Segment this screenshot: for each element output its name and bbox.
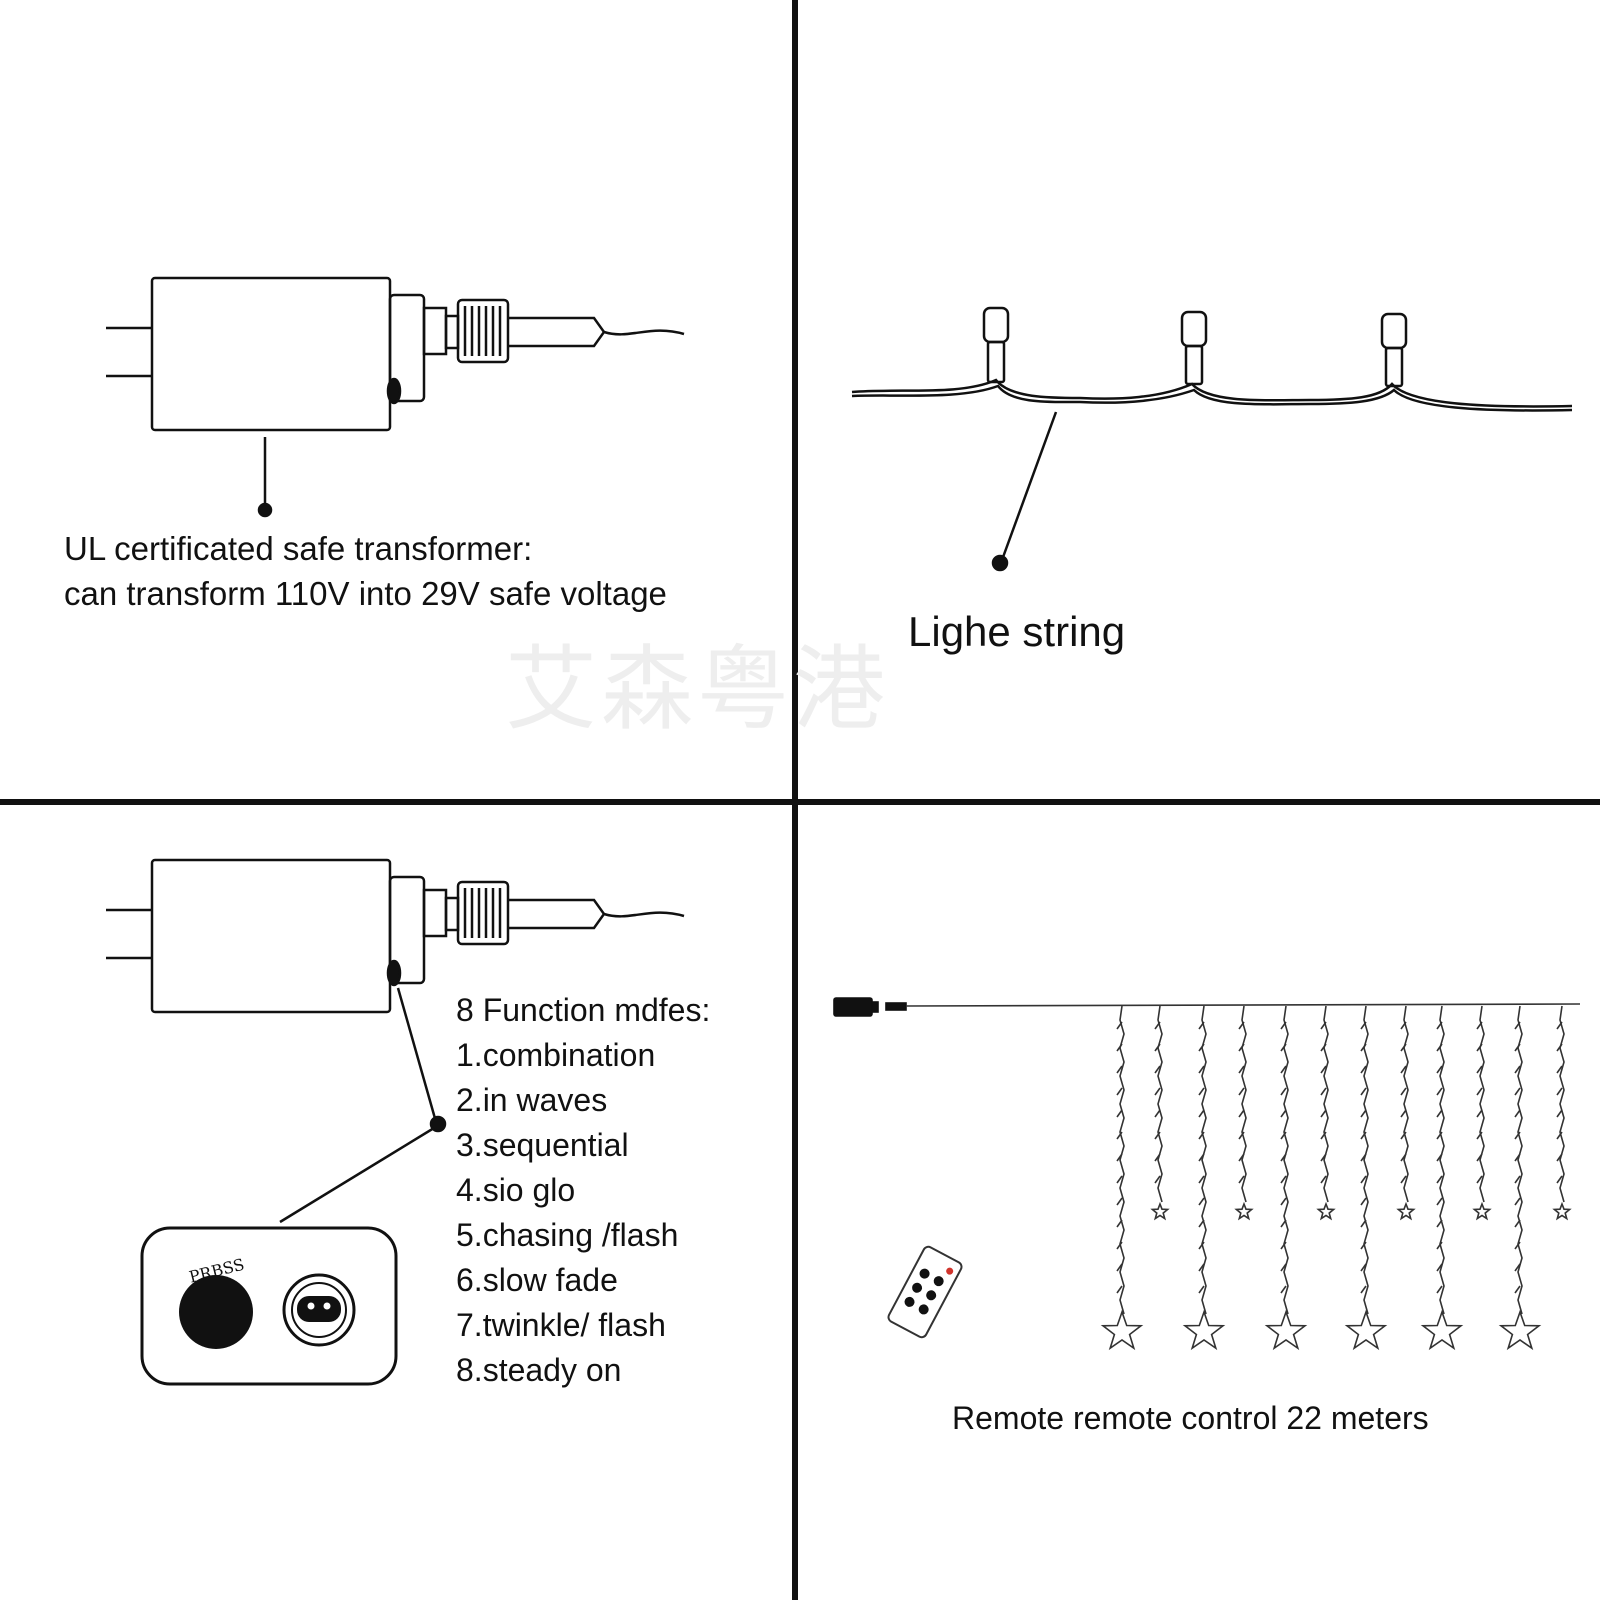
star-light-icon [1472,1201,1492,1221]
light-string-label: Lighe string [908,608,1126,655]
function-modes-list: 8 Function mdfes: 1.combination 2.in wav… [456,988,710,1393]
plug-icon [833,997,873,1017]
bulb-icon [1380,312,1408,388]
light-strand [1157,1005,1163,1203]
light-strand [1323,1005,1329,1203]
star-light-icon [1150,1201,1170,1221]
light-strand [1283,1005,1289,1315]
star-light-icon [1420,1309,1464,1351]
light-strand [1517,1005,1523,1315]
mode-item: 7.twinkle/ flash [456,1307,666,1343]
mode-button [179,1275,253,1349]
transformer-label-line1: UL certificated safe transformer: [64,530,533,567]
light-strand [1241,1005,1247,1203]
light-strand [1559,1005,1565,1203]
star-light-icon [1498,1309,1542,1351]
transformer-label: UL certificated safe transformer: can tr… [64,526,667,616]
modes-title: 8 Function mdfes: [456,992,711,1028]
star-light-icon [1100,1309,1144,1351]
star-light-icon [1316,1201,1336,1221]
remote-label: Remote remote control 22 meters [952,1400,1429,1436]
controller-transformer-icon [106,858,685,1224]
star-light-icon [1182,1309,1226,1351]
light-strand [1363,1005,1369,1315]
light-strand [1439,1005,1445,1315]
star-light-icon [1234,1201,1254,1221]
light-strand [1201,1005,1207,1315]
star-light-icon [1264,1309,1308,1351]
watermark-text: 艾森粤港 [505,636,890,743]
bulb-icon [1180,310,1208,386]
control-box: PRBSS [140,1226,398,1386]
bulb-icon [982,306,1010,384]
star-light-icon [1552,1201,1572,1221]
mode-item: 1.combination [456,1037,656,1073]
mode-item: 5.chasing /flash [456,1217,679,1253]
star-light-icon [1344,1309,1388,1351]
curtain-lights-icon [833,997,1581,1351]
mode-item: 8.steady on [456,1352,622,1388]
light-string-icon [851,306,1573,572]
light-strand [1403,1005,1409,1203]
mode-item: 3.sequential [456,1127,629,1163]
transformer-label-line2: can transform 110V into 29V safe voltage [64,575,667,612]
transformer-icon [106,276,685,518]
remote-control-icon [887,1245,963,1339]
power-socket-icon [282,1273,356,1347]
mode-item: 2.in waves [456,1082,608,1118]
mode-item: 6.slow fade [456,1262,618,1298]
star-light-icon [1396,1201,1416,1221]
mode-item: 4.sio glo [456,1172,576,1208]
light-strand [1479,1005,1485,1203]
light-strand [1119,1005,1125,1315]
